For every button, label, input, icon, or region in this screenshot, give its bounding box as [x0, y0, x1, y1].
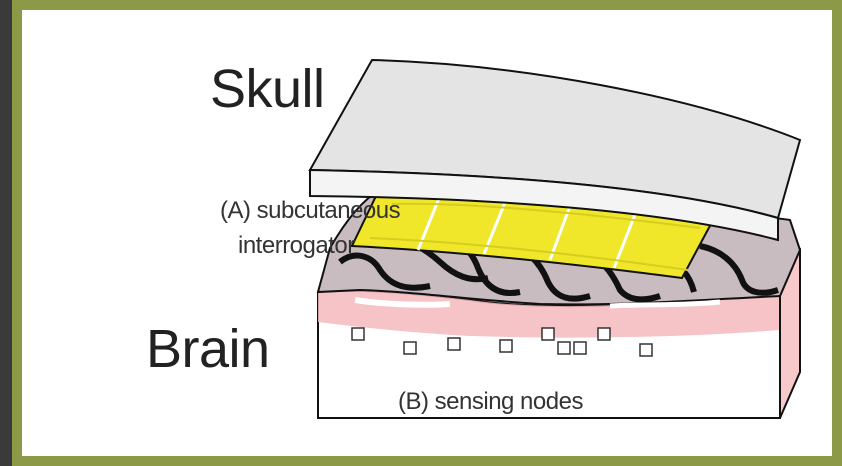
sensing-nodes-label: (B) sensing nodes	[398, 388, 583, 416]
interrogator-label-line1: (A) subcutaneous	[220, 197, 400, 225]
sensing-node	[558, 342, 570, 354]
sensing-node	[542, 328, 554, 340]
sensing-node	[640, 344, 652, 356]
sensing-node	[404, 342, 416, 354]
interrogator-label-line2: interrogator	[238, 232, 355, 260]
sensing-node	[352, 328, 364, 340]
brain-label: Brain	[146, 318, 270, 380]
sensing-node	[500, 340, 512, 352]
sensing-node	[448, 338, 460, 350]
sensing-node	[574, 342, 586, 354]
sensing-node	[598, 328, 610, 340]
skull-label: Skull	[210, 58, 325, 120]
